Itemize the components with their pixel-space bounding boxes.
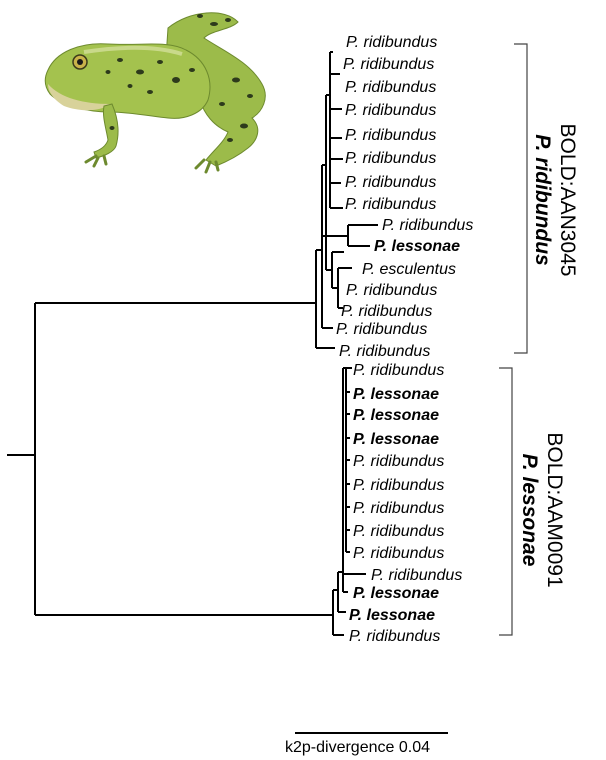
tip-label: P. ridibundus bbox=[345, 196, 436, 213]
frog-icon bbox=[44, 12, 266, 174]
clade-label-ridibundus: P. ridibundus BOLD:AAN3045 bbox=[531, 124, 579, 277]
clade-bin-id: BOLD:AAM0091 bbox=[543, 432, 566, 587]
tip-label: P. ridibundus bbox=[382, 217, 473, 234]
tip-label: P. lessonae bbox=[349, 607, 435, 624]
tip-label: P. ridibundus bbox=[353, 477, 444, 494]
tip-label: P. ridibundus bbox=[353, 500, 444, 517]
tip-label: P. ridibundus bbox=[353, 362, 444, 379]
clade-bracket-lessonae bbox=[499, 367, 513, 636]
scale-bar: k2p-divergence 0.04 bbox=[285, 732, 448, 756]
tip-label: P. esculentus bbox=[362, 261, 456, 278]
clade-name: P. ridibundus bbox=[531, 134, 554, 265]
tip-label: P. ridibundus bbox=[341, 303, 432, 320]
tip-label: P. lessonae bbox=[353, 585, 439, 602]
tip-label: P. ridibundus bbox=[349, 628, 440, 645]
clade-name: P. lessonae bbox=[518, 454, 541, 567]
tip-label: P. ridibundus bbox=[343, 56, 434, 73]
tip-label: P. ridibundus bbox=[346, 282, 437, 299]
clade-bracket-ridibundus bbox=[514, 43, 528, 354]
tip-label: P. ridibundus bbox=[345, 79, 436, 96]
tip-label: P. ridibundus bbox=[353, 545, 444, 562]
tip-label: P. ridibundus bbox=[336, 321, 427, 338]
tip-label: P. lessonae bbox=[374, 238, 460, 255]
scale-bar-label: k2p-divergence 0.04 bbox=[285, 739, 430, 756]
tip-label: P. ridibundus bbox=[345, 102, 436, 119]
clade-label-lessonae: P. lessonae BOLD:AAM0091 bbox=[518, 432, 566, 587]
tip-label: P. lessonae bbox=[353, 407, 439, 424]
tip-label: P. ridibundus bbox=[339, 343, 430, 360]
tip-label: P. ridibundus bbox=[346, 34, 437, 51]
tip-label: P. ridibundus bbox=[345, 174, 436, 191]
tip-label: P. ridibundus bbox=[345, 127, 436, 144]
tip-labels: P. ridibundus P. ridibundus P. ridibundu… bbox=[336, 34, 473, 645]
tip-label: P. ridibundus bbox=[353, 523, 444, 540]
tree-branches bbox=[7, 51, 378, 636]
tip-label: P. lessonae bbox=[353, 431, 439, 448]
tip-label: P. lessonae bbox=[353, 386, 439, 403]
tip-label: P. ridibundus bbox=[345, 150, 436, 167]
tip-label: P. ridibundus bbox=[371, 567, 462, 584]
tip-label: P. ridibundus bbox=[353, 453, 444, 470]
clade-bin-id: BOLD:AAN3045 bbox=[556, 124, 579, 277]
